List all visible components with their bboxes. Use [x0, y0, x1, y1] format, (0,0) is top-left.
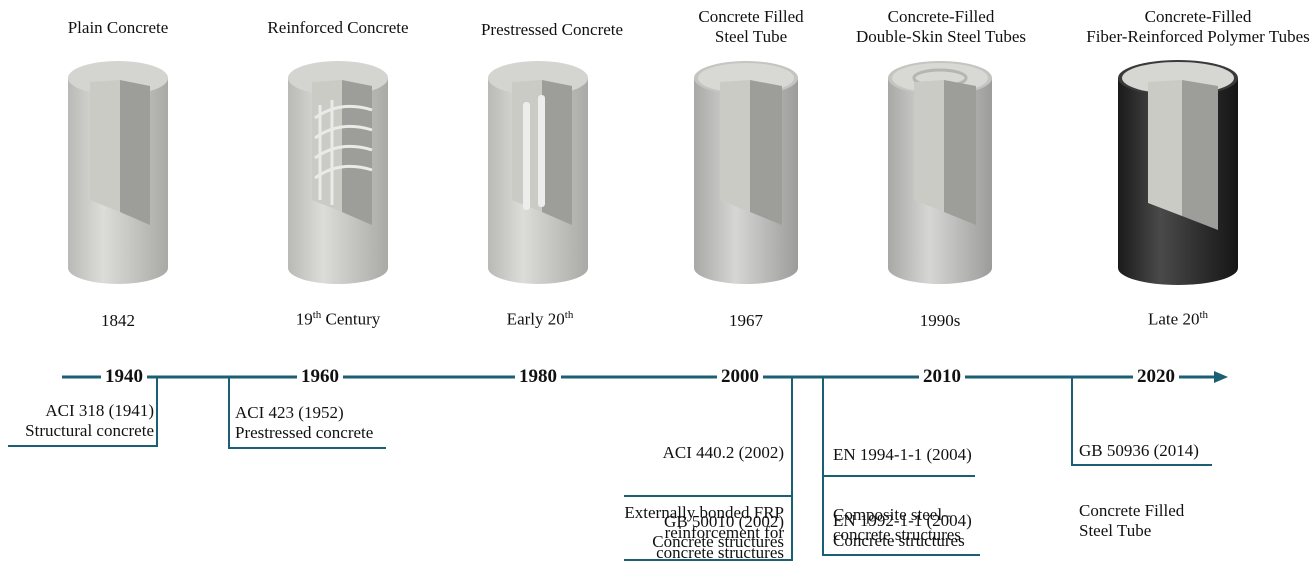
year-plain: 1842 — [101, 311, 135, 330]
cffrp-cylinder — [1118, 60, 1238, 285]
bracket-en1992 — [822, 476, 980, 556]
standard-en1994: EN 1994-1-1 (2004) Composite steel– conc… — [833, 405, 972, 565]
timeline-year-2010: 2010 — [919, 366, 965, 388]
standard-desc: Concrete Filled Steel Tube — [1079, 501, 1185, 540]
year-cffrp: Late 20th — [1147, 309, 1209, 329]
cfdst-cylinder — [888, 61, 992, 284]
column-title-cfst: Concrete Filled Steel Tube — [698, 7, 804, 46]
year-reinforced: 19th Century — [295, 309, 381, 329]
standard-en1992: EN 1992-1-1 (2004) Concrete structures — [833, 511, 972, 551]
standard-code: ACI 318 (1941) — [45, 401, 154, 420]
timeline-year-1960: 1960 — [297, 366, 343, 388]
standard-desc: Externally bonded FRP reinforcement for … — [624, 503, 784, 562]
column-title-plain: Plain Concrete — [67, 18, 169, 37]
standard-code: GB 50936 (2014) — [1079, 441, 1199, 460]
column-title-cffrp: Concrete-Filled Fiber-Reinforced Polymer… — [1086, 7, 1310, 46]
standard-code: EN 1992-1-1 (2004) — [833, 511, 972, 530]
standard-aci423: ACI 423 (1952) Prestressed concrete — [235, 403, 373, 443]
timeline-year-1980: 1980 — [515, 366, 561, 388]
standard-gb50010: GB 50010 (2002) Concrete structures — [652, 512, 784, 552]
bracket-aci423 — [228, 377, 386, 449]
year-prestressed: Early 20th — [506, 309, 574, 329]
timeline-year-2020: 2020 — [1133, 366, 1179, 388]
column-title-reinforced: Reinforced Concrete — [267, 18, 409, 37]
standard-code: GB 50010 (2002) — [664, 512, 784, 531]
standard-desc: Prestressed concrete — [235, 423, 374, 442]
standard-aci318: ACI 318 (1941) Structural concrete — [25, 401, 154, 441]
standard-aci440: ACI 440.2 (2002) Externally bonded FRP r… — [624, 403, 784, 583]
plain-concrete-cylinder — [68, 61, 168, 284]
standard-gb50936: GB 50936 (2014) Concrete Filled Steel Tu… — [1079, 401, 1199, 561]
standard-code: EN 1994-1-1 (2004) — [833, 445, 972, 464]
bracket-gb50010 — [624, 496, 793, 561]
standard-desc: Concrete structures — [833, 531, 965, 550]
cylinders-illustration — [8, 60, 1238, 561]
standard-desc: Structural concrete — [25, 421, 154, 440]
year-cfdst: 1990s — [919, 311, 961, 330]
standard-desc: Concrete structures — [652, 532, 784, 551]
timeline-year-2000: 2000 — [717, 366, 763, 388]
standard-desc: Composite steel– concrete structures — [833, 505, 961, 544]
timeline-year-1940: 1940 — [101, 366, 147, 388]
column-title-prestressed: Prestressed Concrete — [480, 20, 624, 39]
standard-code: ACI 423 (1952) — [235, 403, 344, 422]
column-title-cfdst: Concrete-Filled Double-Skin Steel Tubes — [855, 7, 1027, 46]
bracket-gb50936 — [1071, 377, 1212, 466]
reinforced-concrete-cylinder — [288, 61, 388, 284]
standard-code: ACI 440.2 (2002) — [662, 443, 784, 462]
timeline-arrowhead — [1214, 371, 1228, 383]
year-cfst: 1967 — [729, 311, 763, 330]
bracket-aci318 — [8, 377, 158, 447]
prestressed-concrete-cylinder — [488, 61, 588, 284]
cfst-cylinder — [694, 61, 798, 284]
